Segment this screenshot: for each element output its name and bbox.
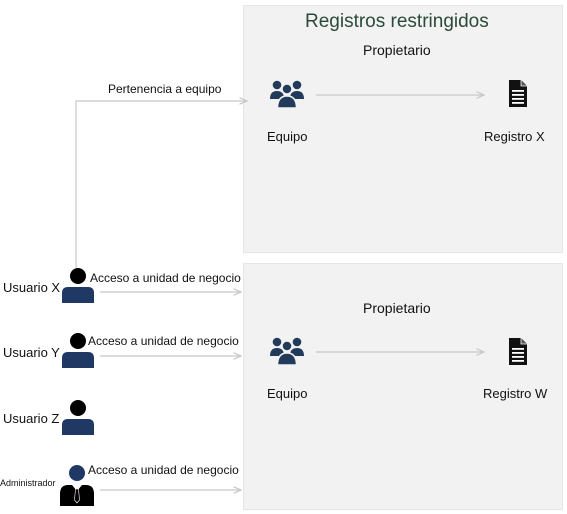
owner-label-top: Propietario [363, 42, 431, 58]
user-icon [62, 268, 94, 303]
admin-label: Administrador [0, 478, 56, 488]
user-y-label: Usuario Y [3, 345, 60, 360]
business-unit-panel [243, 263, 563, 510]
user-z-label: Usuario Z [3, 411, 60, 426]
admin-icon [60, 465, 94, 506]
record-w-label: Registro W [483, 386, 548, 401]
user-x-label: Usuario X [3, 280, 61, 295]
team-label-bottom: Equipo [267, 386, 308, 401]
user-icon [62, 333, 94, 368]
team-icon [270, 337, 304, 366]
document-icon [509, 338, 527, 365]
team-membership-connector [75, 101, 247, 268]
user-icon [62, 400, 94, 435]
team-membership-label: Pertenencia a equipo [108, 82, 222, 96]
bu-access-label-x: Acceso a unidad de negocio [90, 271, 241, 285]
owner-label-bottom: Propietario [363, 300, 431, 316]
record-x-label: Registro X [484, 129, 545, 144]
team-icon [270, 80, 304, 109]
document-icon [509, 80, 527, 107]
team-label-top: Equipo [267, 129, 308, 144]
restricted-records-panel [243, 5, 563, 253]
bu-access-label-admin: Acceso a unidad de negocio [88, 463, 239, 477]
bu-access-label-y: Acceso a unidad de negocio [88, 334, 239, 348]
panel-title: Registros restringidos [305, 11, 489, 32]
